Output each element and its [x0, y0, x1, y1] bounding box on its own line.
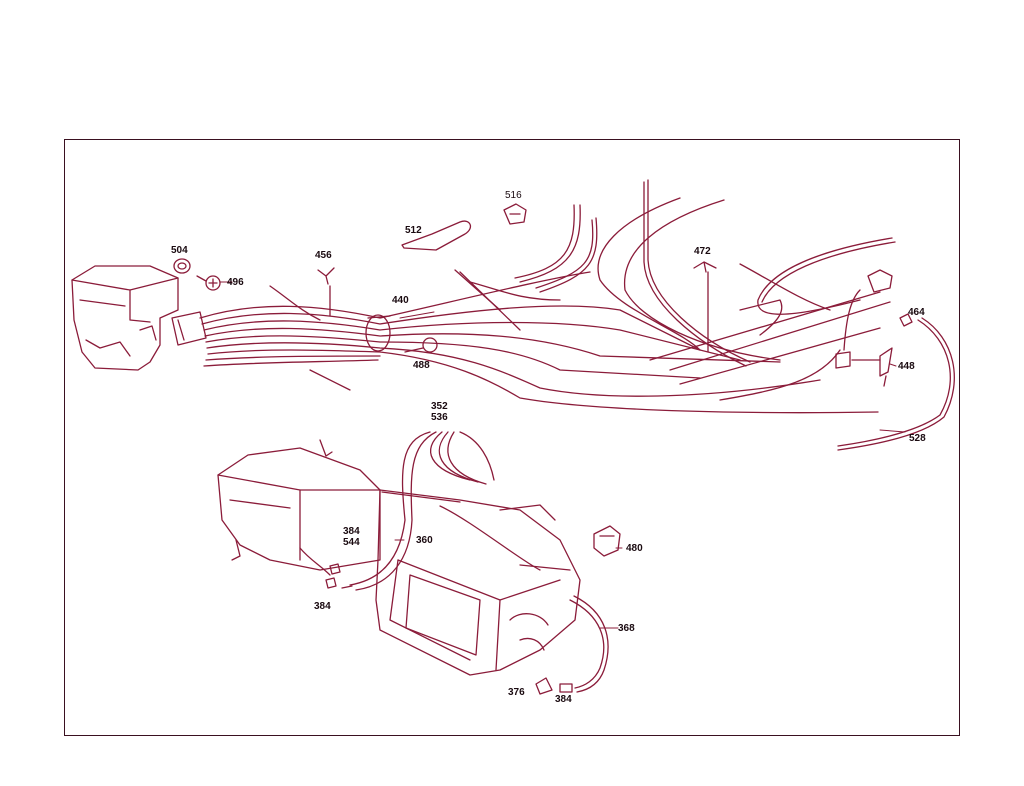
valve-upper [843, 269, 893, 351]
callout-516: 516 [505, 190, 522, 201]
part-480 [593, 525, 621, 557]
callout-496: 496 [227, 277, 244, 288]
callout-464: 464 [908, 307, 925, 318]
connector-384-544 [325, 563, 353, 589]
hose-528 [837, 317, 955, 451]
connector-456 [317, 267, 335, 317]
check-valve-448 [835, 347, 893, 387]
tie-strap-512 [401, 220, 472, 251]
callout-512: 512 [405, 225, 422, 236]
callout-472: 472 [694, 246, 711, 257]
connector-376 [535, 677, 553, 695]
main-hose-bundle [199, 179, 896, 414]
callout-384-lower: 384 [555, 694, 572, 705]
blower-unit [375, 489, 581, 676]
callout-480: 480 [626, 543, 643, 554]
cap-464 [899, 313, 913, 327]
screw-488 [404, 337, 438, 353]
callout-360: 360 [416, 535, 433, 546]
callout-504: 504 [171, 245, 188, 256]
callout-448: 448 [898, 361, 915, 372]
callout-384-left: 384 [314, 601, 331, 612]
callout-528: 528 [909, 433, 926, 444]
callout-544: 544 [343, 537, 360, 548]
connector-384-lower [559, 683, 573, 693]
callout-368: 368 [618, 623, 635, 634]
callout-440: 440 [392, 295, 409, 306]
callout-384-upper: 384 [343, 526, 360, 537]
callout-376: 376 [508, 687, 525, 698]
control-unit-block [71, 265, 179, 371]
callout-456: 456 [315, 250, 332, 261]
leader-lines [219, 281, 906, 629]
grommet-504 [173, 258, 191, 274]
harness-connector [171, 311, 207, 346]
callout-536: 536 [431, 412, 448, 423]
clip-516 [503, 203, 527, 225]
heater-housing [217, 439, 381, 576]
hose-368 [569, 595, 609, 693]
connector-472 [693, 261, 717, 353]
vacuum-lines-352-536 [349, 431, 571, 591]
callout-488: 488 [413, 360, 430, 371]
callout-352: 352 [431, 401, 448, 412]
screw-496 [196, 275, 221, 291]
hose-clamp [365, 314, 391, 352]
diagram-frame [64, 139, 960, 736]
